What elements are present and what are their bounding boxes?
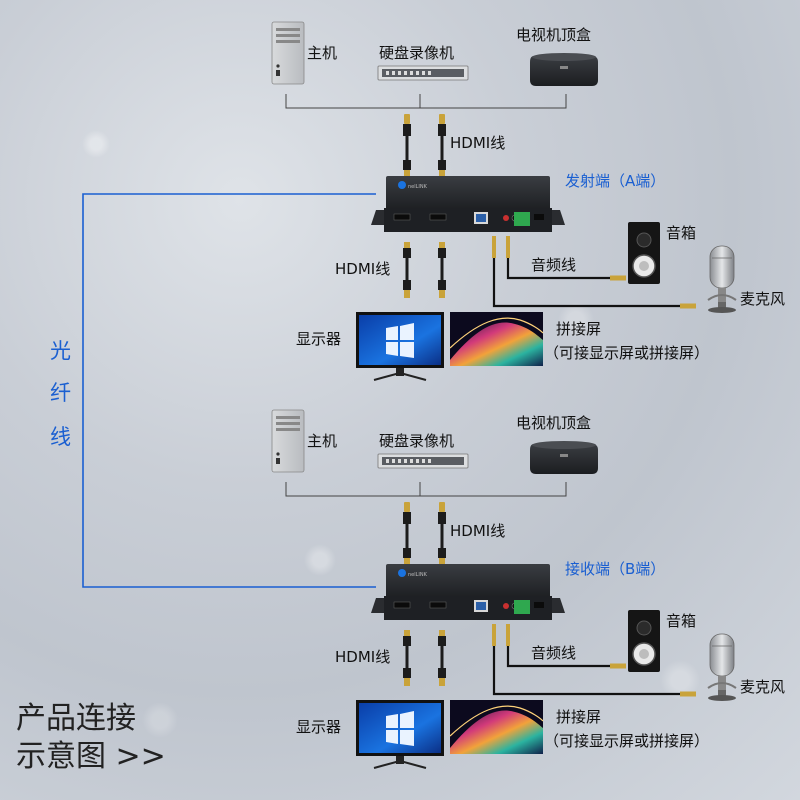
splice-note: （可接显示屏或拼接屏） [544,344,709,362]
footer-title-line1: 产品连接 [16,701,136,736]
audio-cable-label: 音频线 [531,256,576,274]
section-a: 主机 硬盘录像机 电视机顶盒 HDMI线 发射端（A端） HDMI线 音频线 音… [271,21,785,382]
dvr-label: 硬盘录像机 [379,44,454,62]
mic-label: 麦克风 [740,290,785,308]
set-top-box-label: 电视机顶盒 [516,26,591,44]
monitor-label: 显示器 [296,718,341,736]
hdmi-in-label: HDMI线 [450,522,505,540]
fiber-label-char: 纤 [50,381,71,405]
device-label: 接收端（B端） [565,560,665,578]
dvr-label: 硬盘录像机 [379,432,454,450]
host-label: 主机 [307,432,337,450]
monitor-label: 显示器 [296,330,341,348]
footer-title: 产品连接 示意图 >> [16,701,166,774]
fiber-link: 光 纤 线 [50,193,376,588]
splice-label: 拼接屏 [556,708,601,726]
fiber-label-char: 线 [50,425,71,449]
splice-note: （可接显示屏或拼接屏） [544,732,709,750]
speaker-label: 音箱 [666,224,696,242]
audio-cable-label: 音频线 [531,644,576,662]
speaker-label: 音箱 [666,612,696,630]
host-label: 主机 [307,44,337,62]
section-b: 主机 硬盘录像机 电视机顶盒 HDMI线 接收端（B端） HDMI线 音频线 音… [271,409,785,770]
hdmi-out-label: HDMI线 [335,260,390,278]
mic-label: 麦克风 [740,678,785,696]
footer-title-line2: 示意图 >> [16,739,166,774]
fiber-label-char: 光 [50,339,71,363]
set-top-box-label: 电视机顶盒 [516,414,591,432]
hdmi-out-label: HDMI线 [335,648,390,666]
hdmi-in-label: HDMI线 [450,134,505,152]
splice-label: 拼接屏 [556,320,601,338]
device-label: 发射端（A端） [565,172,665,190]
